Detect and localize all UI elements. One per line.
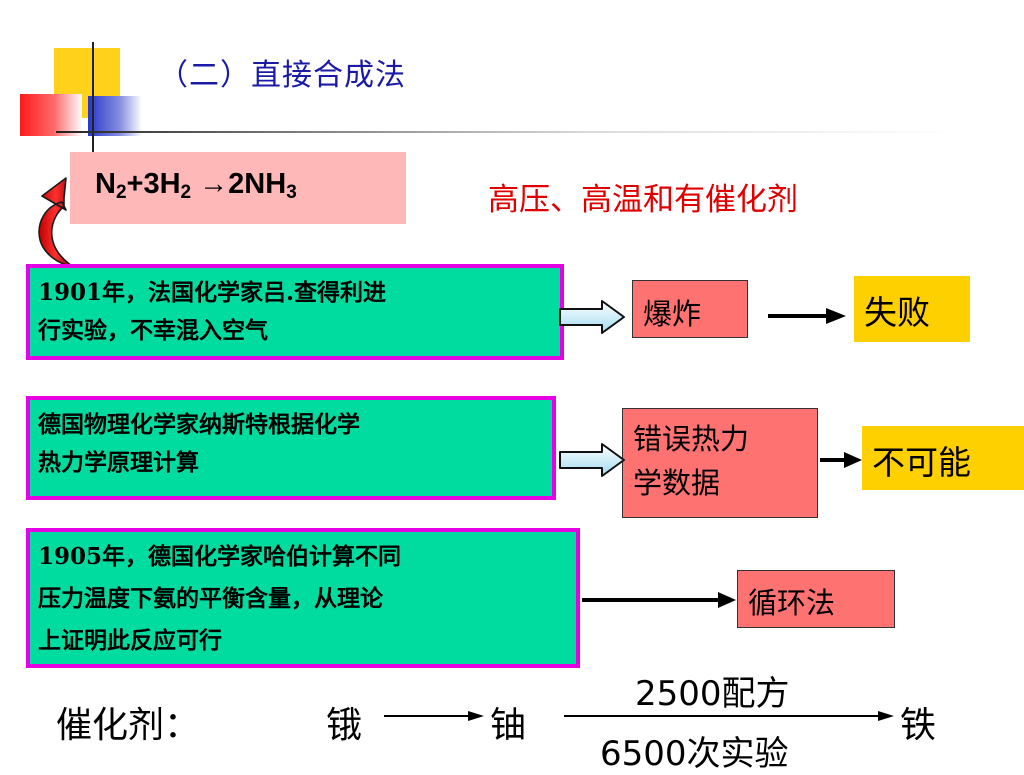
hollow-arrow-2-icon [559, 443, 625, 477]
row-2-outcome: 不可能 [862, 426, 1024, 490]
row-3-description: 1905年，德国化学家哈伯计算不同 压力温度下氨的平衡含量，从理论 上证明此反应… [26, 528, 580, 668]
row-3-result: 循环法 [737, 570, 895, 628]
catalyst-label: 催化剂： [56, 705, 201, 746]
hollow-arrow-1-icon [559, 300, 625, 334]
decoration-red-bar [20, 94, 82, 136]
arrow-cycle-icon [582, 592, 736, 608]
title-underline [56, 131, 956, 133]
arrow-impossible-icon [820, 452, 862, 468]
formula-count: 2500配方 [635, 674, 790, 714]
slide-title: （二）直接合成法 [158, 58, 406, 93]
catalyst-iron: 铁 [900, 705, 937, 746]
row-1-outcome: 失败 [854, 276, 970, 342]
row-1-result: 爆炸 [632, 280, 748, 338]
arrow-os-to-u-icon [384, 711, 484, 721]
arrow-fail-icon [768, 308, 846, 324]
catalyst-osmium: 锇 [326, 705, 363, 746]
equation-box [70, 152, 406, 224]
decoration-vertical-line [92, 42, 94, 154]
decoration-blue-bar [88, 96, 142, 136]
reaction-equation: N2+3H2 →2NH3 [95, 168, 297, 203]
reaction-conditions: 高压、高温和有催化剂 [488, 182, 798, 218]
catalyst-uranium: 铀 [490, 705, 527, 746]
row-2-description: 德国物理化学家纳斯特根据化学 热力学原理计算 [26, 396, 556, 500]
experiment-count: 6500次实验 [600, 734, 789, 774]
row-1-description: 1901年，法国化学家吕.查得利进 行实验，不幸混入空气 [26, 264, 564, 360]
row-2-result: 错误热力 学数据 [622, 408, 818, 518]
arrow-u-to-fe-icon [564, 711, 894, 721]
